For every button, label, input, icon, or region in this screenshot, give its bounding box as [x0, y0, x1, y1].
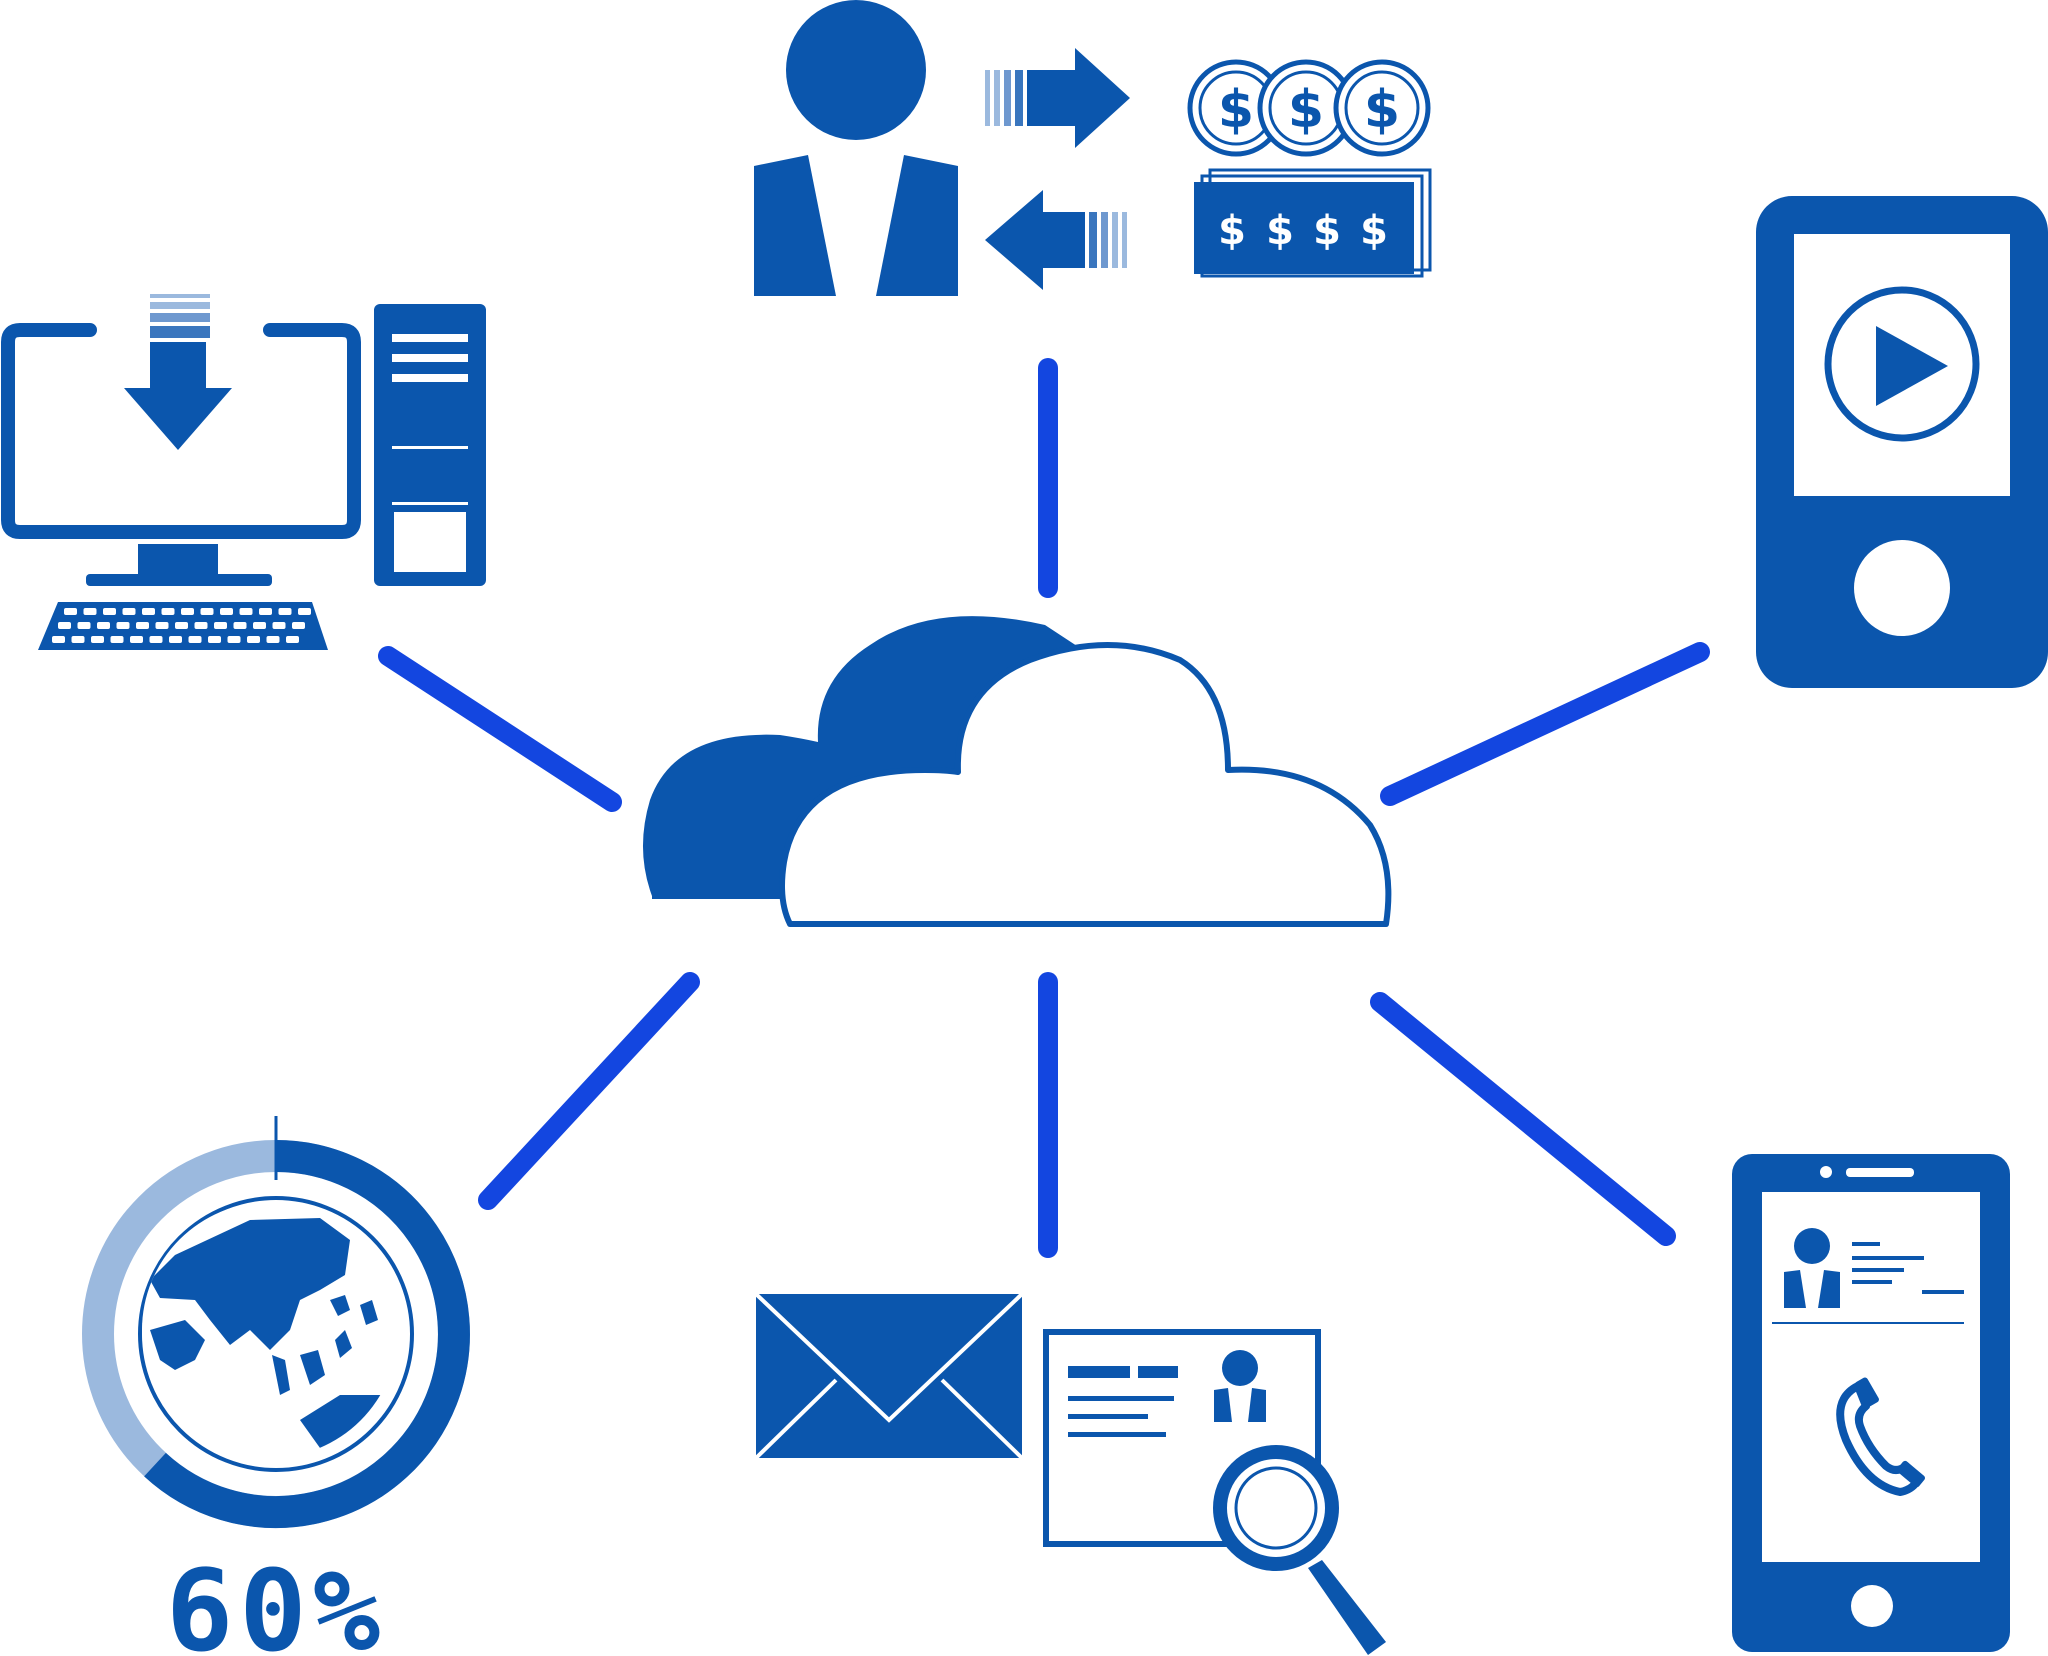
media-player-device-icon [1756, 196, 2048, 688]
connector-bottom-left [478, 972, 700, 1210]
keyboard-key [130, 636, 143, 643]
keyboard-key [155, 622, 169, 629]
keyboard-key [200, 608, 214, 615]
keyboard-key [266, 636, 280, 643]
globe-progress-icon: 60% [82, 1116, 470, 1656]
keyboard-key [298, 608, 311, 615]
envelope-icon [754, 1292, 1024, 1460]
progress-percent-label: 60% [166, 1547, 386, 1656]
smartphone-contact-call-icon [1732, 1154, 2010, 1652]
coins-icon: $ $ $ [1187, 59, 1431, 157]
progress-ring-fill [144, 1140, 470, 1528]
keyboard-key [253, 622, 266, 629]
keyboard-key [103, 608, 116, 615]
keyboard-key [136, 622, 149, 629]
keyboard-key [110, 636, 124, 643]
svg-text:$: $ [1218, 208, 1246, 254]
keyboard-key [161, 608, 175, 615]
connector-lines [378, 358, 1710, 1258]
person-icon [754, 0, 958, 296]
svg-text:$: $ [1266, 208, 1294, 254]
contact-icon [1784, 1228, 1964, 1308]
keyboard-key [175, 622, 188, 629]
connector-top-right [1380, 642, 1710, 806]
keyboard-key [64, 608, 77, 615]
keyboard-key [233, 622, 247, 629]
keyboard-key [259, 608, 272, 615]
keyboard-key [116, 622, 130, 629]
home-button-icon [1854, 540, 1950, 636]
monitor-icon [1, 323, 361, 586]
keyboard-key [97, 622, 110, 629]
keyboard-key [278, 608, 292, 615]
keyboard-key [286, 636, 299, 643]
keyboard-key [91, 636, 104, 643]
svg-text:$: $ [1360, 208, 1388, 254]
banknotes-icon: $ $ $ $ [1194, 168, 1432, 278]
keyboard-key [227, 636, 241, 643]
connector-top-left [378, 646, 622, 812]
svg-text:$: $ [1364, 80, 1400, 140]
keyboard-key [122, 608, 136, 615]
keyboard-key [194, 622, 208, 629]
play-icon [1824, 286, 1980, 442]
desktop-computer-download-icon [1, 294, 486, 650]
svg-text:$: $ [1218, 80, 1254, 140]
connector-bottom-right [1370, 992, 1676, 1246]
keyboard-key [239, 608, 253, 615]
svg-text:$: $ [1313, 208, 1341, 254]
computer-tower-icon [374, 304, 486, 586]
keyboard-key [169, 636, 182, 643]
keyboard-key [52, 636, 65, 643]
svg-text:$: $ [1288, 80, 1324, 140]
keyboard-key [149, 636, 163, 643]
phone-call-icon [1836, 1377, 1925, 1496]
keyboard-key [272, 622, 286, 629]
keyboard-icon [38, 602, 328, 650]
keyboard-key [247, 636, 260, 643]
keyboard-key [71, 636, 85, 643]
magnifier-icon [1213, 1445, 1386, 1655]
download-arrow-icon [124, 294, 232, 450]
keyboard-key [142, 608, 155, 615]
keyboard-key [220, 608, 233, 615]
keyboard-key [188, 636, 202, 643]
keyboard-key [208, 636, 221, 643]
keyboard-key [181, 608, 194, 615]
keyboard-key [214, 622, 227, 629]
keyboard-key [83, 608, 97, 615]
arrow-left-icon [985, 190, 1127, 290]
keyboard-key [58, 622, 71, 629]
keyboard-key [77, 622, 91, 629]
arrow-right-icon [985, 48, 1130, 148]
cloud-icon [642, 616, 1392, 927]
keyboard-key [292, 622, 305, 629]
user-money-exchange-icon: $ $ $ $ $ $ $ [754, 0, 1432, 296]
mail-and-profile-search-icon [754, 1292, 1386, 1655]
